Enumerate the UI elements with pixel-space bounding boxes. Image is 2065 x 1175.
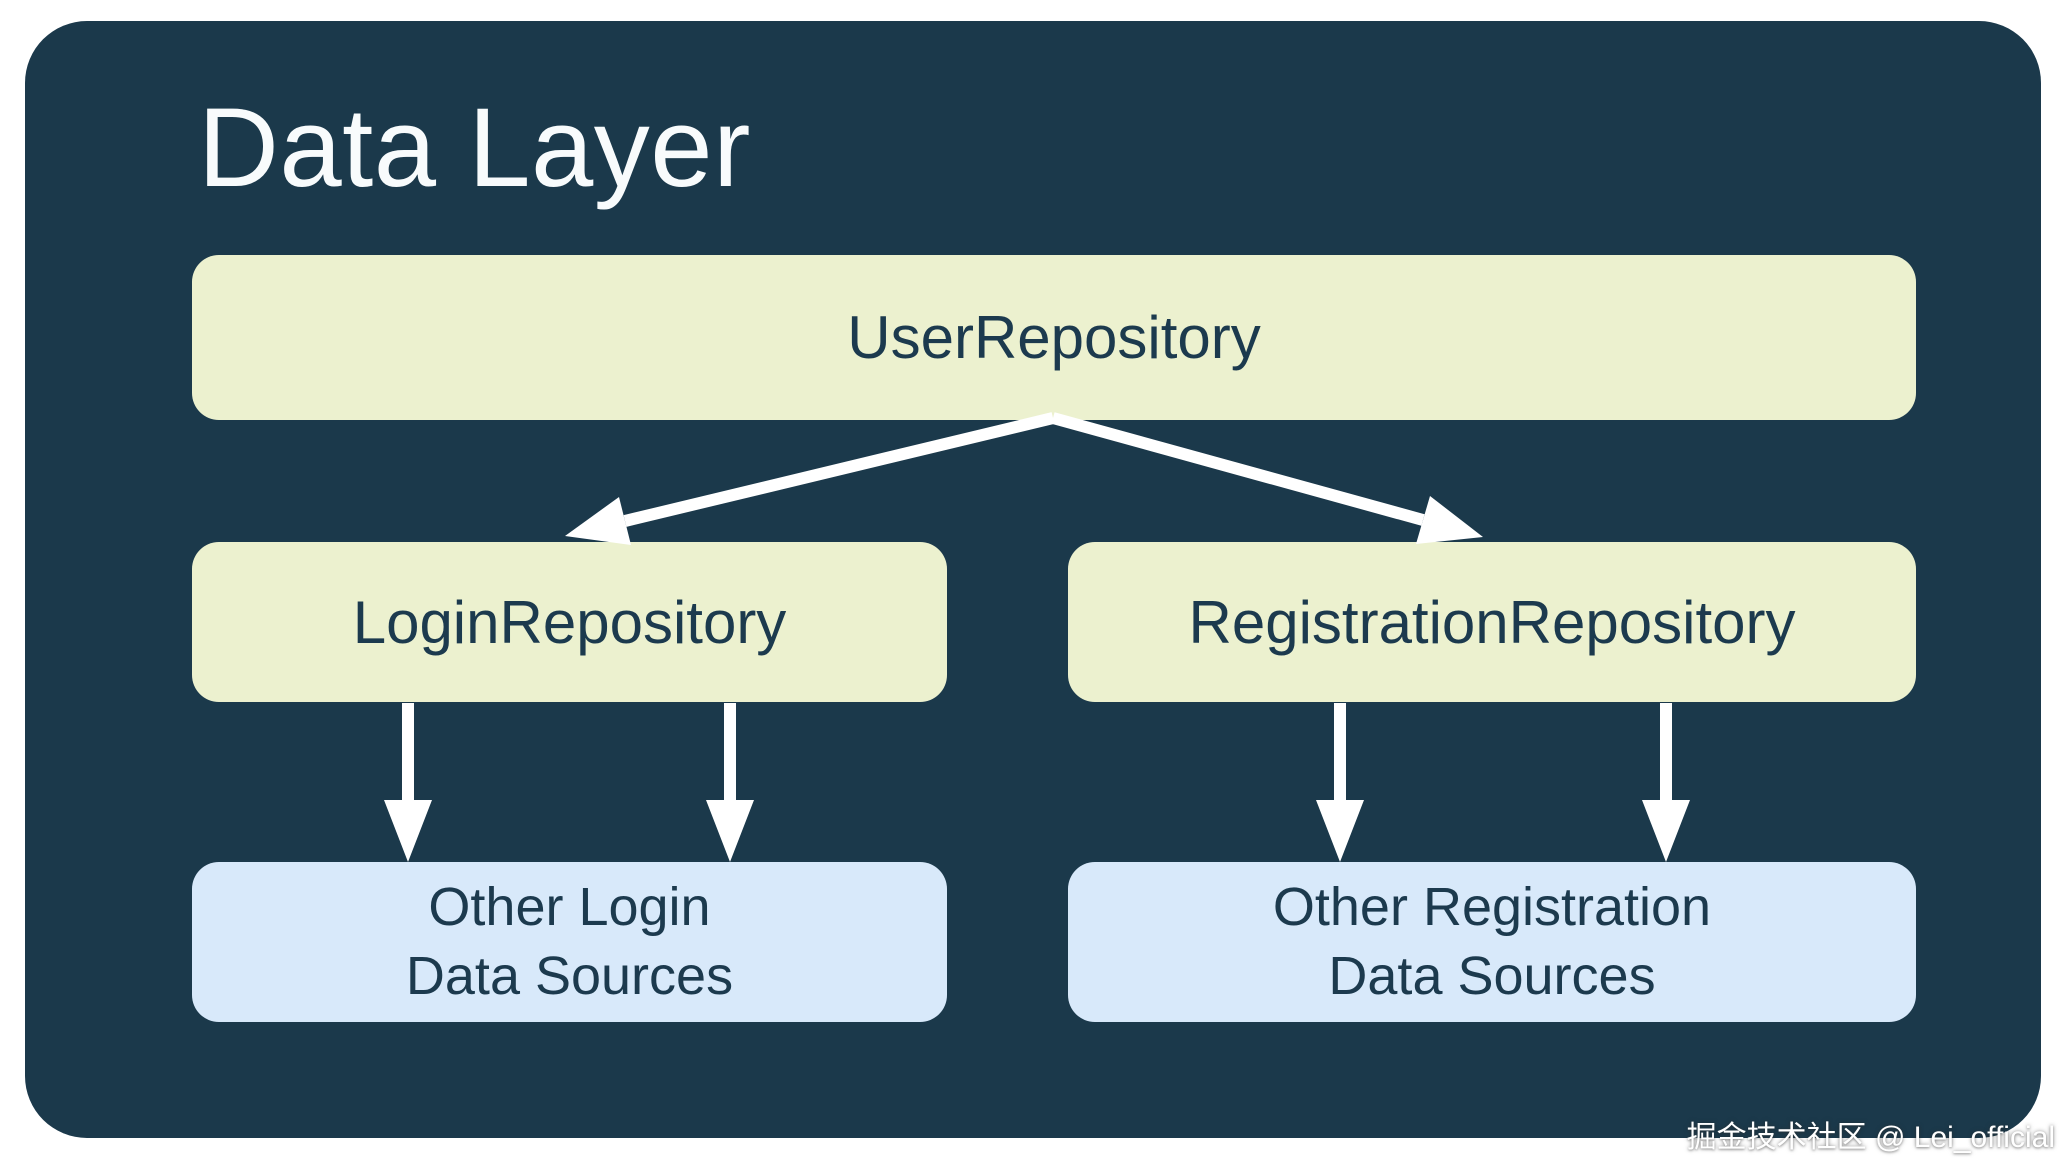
node-other-registration-label-line1: Other Registration <box>1272 876 1712 937</box>
node-registration-repository-label: RegistrationRepository <box>1188 588 1796 656</box>
data-layer-container: Data Layer UserRepository LoginRepositor… <box>25 21 2041 1138</box>
node-other-login-label-line2: Data Sources <box>405 946 734 1006</box>
watermark: 掘金技术社区 @ Lei_official <box>1686 1121 2055 1154</box>
node-login-repository: LoginRepository <box>192 542 947 702</box>
diagram-title: Data Layer <box>198 85 751 210</box>
node-other-login-data-sources: Other Login Data Sources <box>192 862 947 1022</box>
node-other-registration-data-sources: Other Registration Data Sources <box>1068 862 1916 1022</box>
node-user-repository: UserRepository <box>192 255 1916 420</box>
node-login-repository-label: LoginRepository <box>352 588 787 656</box>
node-registration-repository: RegistrationRepository <box>1068 542 1916 702</box>
node-other-registration-label-line2: Data Sources <box>1328 946 1656 1006</box>
node-other-login-label-line1: Other Login <box>428 876 711 937</box>
node-user-repository-label: UserRepository <box>847 304 1261 371</box>
